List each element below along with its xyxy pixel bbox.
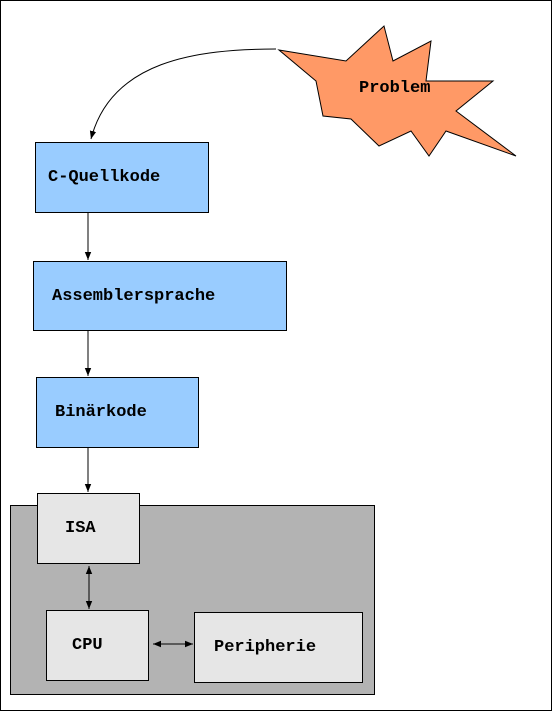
- step-binary-label: Binärkode: [55, 403, 147, 422]
- isa-box: ISA: [37, 493, 140, 564]
- problem-to-c-arrow: [89, 48, 277, 140]
- problem-starburst: [277, 25, 517, 157]
- cpu-label: CPU: [72, 636, 103, 655]
- step-assembler: Assemblersprache: [33, 261, 287, 331]
- peripherie-box: Peripherie: [194, 612, 363, 683]
- peripherie-label: Peripherie: [214, 638, 317, 657]
- step-c-source-label: C-Quellkode: [48, 168, 161, 187]
- step-binary: Binärkode: [36, 377, 199, 448]
- problem-label: Problem: [359, 79, 431, 98]
- step-c-source: C-Quellkode: [35, 142, 209, 213]
- step-assembler-label: Assemblersprache: [52, 286, 216, 306]
- isa-label: ISA: [65, 519, 96, 538]
- cpu-box: CPU: [46, 610, 149, 681]
